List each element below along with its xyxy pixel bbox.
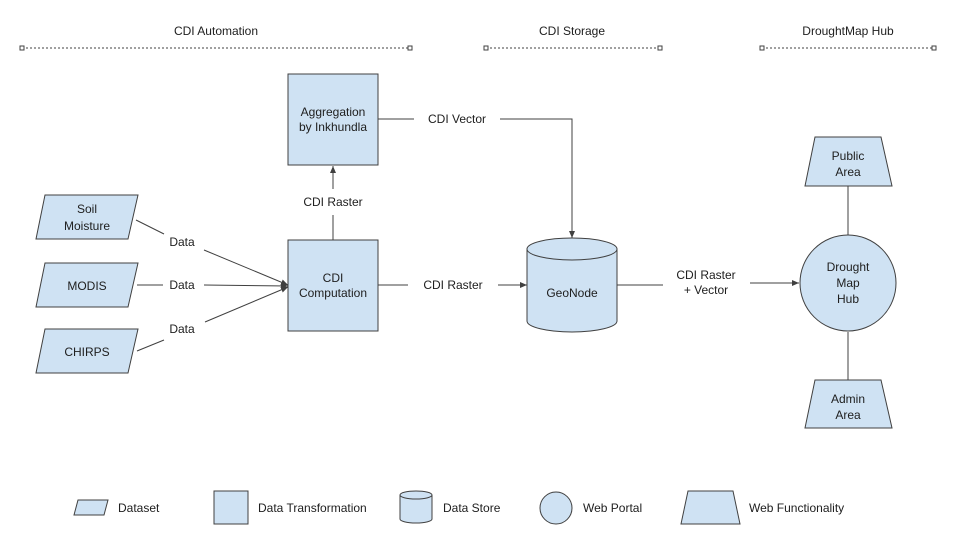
edge-chirps-to-data (136, 339, 165, 352)
legend-portal-icon (539, 491, 573, 525)
legend-store-icon-top (399, 490, 433, 500)
transformation-shape (287, 73, 379, 166)
edge-data-modis-to-computation (203, 282, 289, 289)
transformation-label-line: Computation (299, 286, 367, 300)
legend-dataset-icon (73, 499, 109, 516)
dataset-label-line: Soil (77, 202, 97, 216)
trapezoid-shape (804, 379, 893, 429)
legend-item-data-transformation: Data Transformation (213, 490, 367, 525)
transformation-label-line: by Inkhundla (299, 120, 367, 134)
web-functionality-label-line: Area (835, 408, 861, 422)
transformation-label-line: CDI (323, 271, 344, 285)
datastore-label: GeoNode (546, 286, 598, 300)
edge-label-cdi-vector: CDI Vector (428, 112, 486, 126)
dataset-shape (35, 194, 139, 240)
edge-label-cdi-raster-vector-line: CDI Raster (676, 268, 735, 282)
legend-label: Web Portal (583, 501, 642, 515)
edge-label-data-chirps: Data (169, 322, 195, 336)
dataset-chirps[interactable]: CHIRPS (35, 328, 139, 374)
cylinder-body (526, 249, 618, 333)
edge-label-cdi-raster-up: CDI Raster (303, 195, 362, 209)
section-title-automation: CDI Automation (174, 24, 258, 38)
web-functionality-public-area[interactable]: Public Area (804, 136, 893, 187)
edge-data-chirps-to-computation (204, 286, 289, 323)
web-portal-drought-map-hub[interactable]: Drought Map Hub (799, 234, 897, 332)
dataset-shape (35, 328, 139, 374)
edge-data-soil-to-computation (203, 249, 289, 286)
cylinder-top (526, 237, 618, 261)
web-functionality-admin-area[interactable]: Admin Area (804, 379, 893, 429)
legend-store-icon-body (399, 495, 433, 524)
legend-label: Data Store (443, 501, 501, 515)
edge-label-cdi-raster-right: CDI Raster (423, 278, 482, 292)
edge-soil-to-data (135, 219, 165, 235)
legend-label: Data Transformation (258, 501, 367, 515)
legend-item-dataset: Dataset (73, 499, 160, 516)
datastore-geonode[interactable]: GeoNode (526, 237, 618, 333)
section-cdi-automation: CDI Automation (19, 24, 413, 51)
dataset-label-line: Moisture (64, 219, 110, 233)
legend: Dataset Data Transformation Data Store W… (73, 490, 844, 525)
legend-functionality-icon (680, 490, 741, 525)
legend-item-web-portal: Web Portal (539, 491, 642, 525)
transformation-label-line: Aggregation (301, 105, 366, 119)
section-title-hub: DroughtMap Hub (802, 24, 894, 38)
portal-label-line: Drought (827, 260, 870, 274)
section-cdi-storage: CDI Storage (483, 24, 663, 51)
section-endcap (483, 45, 489, 51)
section-endcap (657, 45, 663, 51)
transformation-shape (287, 239, 379, 332)
edge-label-cdi-raster-vector-line: + Vector (684, 283, 728, 297)
section-endcap (931, 45, 937, 51)
legend-label: Dataset (118, 501, 160, 515)
legend-label: Web Functionality (749, 501, 844, 515)
web-functionality-label-line: Public (832, 149, 865, 163)
transformation-cdi-computation[interactable]: CDI Computation (287, 239, 379, 332)
section-title-storage: CDI Storage (539, 24, 605, 38)
dataset-soil-moisture[interactable]: Soil Moisture (35, 194, 139, 240)
legend-transformation-icon (213, 490, 249, 525)
dataset-modis[interactable]: MODIS (35, 262, 139, 308)
legend-item-data-store: Data Store (399, 490, 501, 524)
web-functionality-label-line: Area (835, 165, 861, 179)
portal-circle (799, 234, 897, 332)
dataset-shape (35, 262, 139, 308)
portal-label-line: Hub (837, 292, 859, 306)
section-endcap (407, 45, 413, 51)
edges (135, 118, 849, 380)
section-endcap (759, 45, 765, 51)
web-functionality-label-line: Admin (831, 392, 865, 406)
edge-label-data-soil: Data (169, 235, 195, 249)
section-droughtmap-hub: DroughtMap Hub (759, 24, 937, 51)
dataset-label: MODIS (67, 279, 106, 293)
transformation-aggregation[interactable]: Aggregation by Inkhundla (287, 73, 379, 166)
section-endcap (19, 45, 25, 51)
portal-label-line: Map (836, 276, 860, 290)
edge-vector-label-to-geonode (500, 118, 575, 238)
legend-item-web-functionality: Web Functionality (680, 490, 844, 525)
trapezoid-shape (804, 136, 893, 187)
dataset-label: CHIRPS (64, 345, 109, 359)
edge-label-data-modis: Data (169, 278, 195, 292)
